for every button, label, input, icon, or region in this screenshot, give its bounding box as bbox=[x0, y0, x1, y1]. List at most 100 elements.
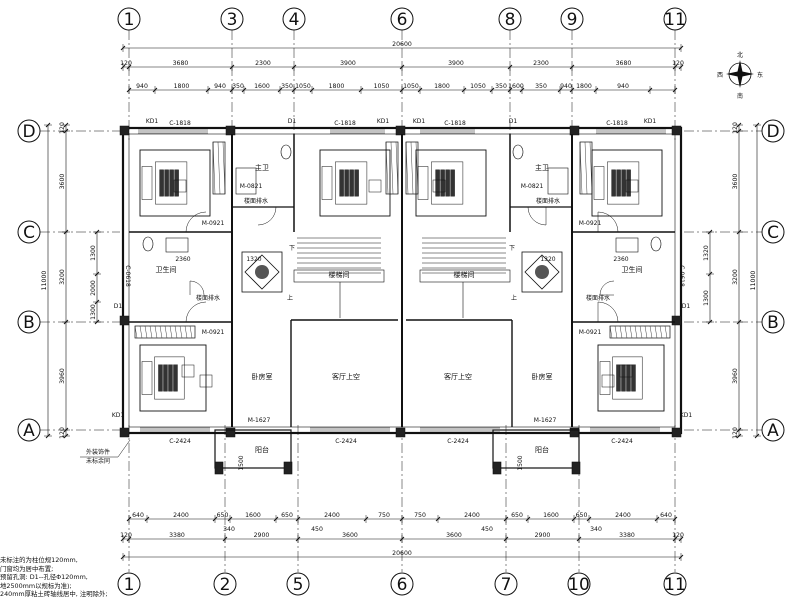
bed-quilt bbox=[621, 364, 626, 392]
wardrobe-hatch bbox=[222, 141, 226, 195]
washbasin bbox=[165, 237, 189, 253]
chair bbox=[601, 374, 615, 388]
dim-text: 3900 bbox=[448, 60, 464, 67]
door-swing bbox=[597, 211, 619, 233]
dim-text: 1050 bbox=[374, 83, 390, 90]
dim-text: 1320 bbox=[246, 256, 261, 263]
dim-tick bbox=[707, 229, 713, 235]
dim-text: 940 bbox=[136, 83, 148, 90]
dim-tick bbox=[754, 433, 760, 439]
dim-text: 1800 bbox=[174, 83, 190, 90]
column bbox=[671, 427, 682, 438]
dim-tick bbox=[120, 554, 126, 560]
dim-text: 350 bbox=[535, 83, 547, 90]
door-label: M-1627 bbox=[248, 417, 271, 424]
wardrobe bbox=[579, 141, 593, 195]
door-swing bbox=[189, 280, 205, 296]
dim-text: 340 bbox=[590, 526, 602, 533]
dim-tick bbox=[212, 516, 218, 522]
column bbox=[225, 427, 236, 438]
axis-bubble bbox=[761, 220, 785, 244]
dim-tick bbox=[94, 229, 100, 235]
balcony-post bbox=[214, 461, 224, 475]
bed-quilt bbox=[344, 169, 349, 197]
bed-mattress bbox=[155, 161, 188, 205]
stair-direction: 上 bbox=[287, 294, 293, 302]
dim-tick bbox=[707, 271, 713, 277]
axis-bubble-label: 3 bbox=[227, 10, 238, 30]
chair bbox=[619, 364, 633, 378]
toilet bbox=[142, 236, 154, 252]
dim-text: 3600 bbox=[59, 174, 66, 190]
dim-tick bbox=[519, 87, 525, 93]
balcony-post bbox=[492, 461, 502, 475]
bed-quilt bbox=[440, 169, 445, 197]
bed-quilt bbox=[626, 364, 631, 392]
nightstand bbox=[417, 166, 429, 200]
hole-label: D1 bbox=[288, 118, 297, 125]
balcony-left bbox=[214, 429, 292, 469]
dim-tick bbox=[205, 87, 211, 93]
dim-tick bbox=[63, 427, 69, 433]
door-swing bbox=[527, 206, 547, 226]
compass-west: 西 bbox=[717, 72, 723, 79]
wardrobe-hatch bbox=[644, 325, 648, 339]
stair-direction: 下 bbox=[509, 245, 515, 252]
axis-bubble-label: A bbox=[23, 421, 35, 441]
dim-text: 3600 bbox=[732, 174, 739, 190]
dim-tick bbox=[227, 516, 233, 522]
chair bbox=[173, 179, 187, 193]
wardrobe-hatch bbox=[614, 325, 618, 339]
dim-text: 120 bbox=[59, 427, 66, 439]
dim-text: 1500 bbox=[238, 455, 245, 470]
axis-bubble bbox=[220, 7, 244, 31]
axis-bubble-label: C bbox=[23, 223, 35, 243]
wardrobe-hatch bbox=[217, 141, 221, 195]
note-line: 门窗均为居中布置; bbox=[0, 564, 54, 573]
bed-quilt bbox=[435, 169, 440, 197]
general-notes: 未标注的为柱位规120mm, 门窗均为居中布置; 预留孔洞: D1--孔径Φ12… bbox=[0, 556, 170, 599]
wardrobe-hatch bbox=[649, 325, 653, 339]
bed-quilt bbox=[168, 364, 173, 392]
axis-bubble bbox=[663, 7, 687, 31]
bed-quilt bbox=[169, 169, 174, 197]
wardrobe-hatch bbox=[212, 141, 216, 195]
dim-tick bbox=[144, 516, 150, 522]
dim-tick bbox=[63, 229, 69, 235]
dim-tick bbox=[229, 64, 235, 70]
hole-label: D1 bbox=[682, 303, 691, 310]
dim-tick bbox=[736, 319, 742, 325]
axis-bubble bbox=[761, 418, 785, 442]
axis-bubble bbox=[567, 572, 591, 596]
bed-quilt bbox=[631, 364, 636, 392]
dim-text: 20600 bbox=[392, 41, 412, 48]
floor-medallion bbox=[241, 251, 283, 293]
wardrobe-hatch bbox=[624, 325, 628, 339]
dim-text: 1300 bbox=[703, 290, 710, 306]
bed bbox=[139, 149, 211, 217]
nightstand bbox=[141, 361, 153, 395]
dim-tick bbox=[295, 516, 301, 522]
dim-text: 1800 bbox=[434, 83, 450, 90]
dim-text: 20600 bbox=[392, 550, 412, 557]
axis-bubble bbox=[498, 7, 522, 31]
bed-quilt bbox=[173, 364, 178, 392]
window-label: C-1818 bbox=[444, 120, 466, 127]
wardrobe-hatch bbox=[664, 325, 668, 339]
door-label: M-0821 bbox=[521, 183, 544, 190]
dim-tick bbox=[358, 87, 364, 93]
axis-bubble-label: C bbox=[767, 223, 779, 243]
dim-tick bbox=[736, 229, 742, 235]
window-label: C-2424 bbox=[335, 438, 357, 445]
door-label: M-0921 bbox=[202, 329, 225, 336]
axis-bubble-label: 2 bbox=[220, 575, 231, 595]
nightstand bbox=[599, 361, 611, 395]
bed-quilt bbox=[621, 169, 626, 197]
axis-bubble bbox=[390, 7, 414, 31]
dim-text: 1600 bbox=[508, 83, 524, 90]
dim-tick bbox=[672, 536, 678, 542]
axis-bubble-label: 5 bbox=[293, 575, 304, 595]
compass-needle bbox=[726, 71, 754, 77]
vent-label: KD1 bbox=[146, 118, 159, 125]
